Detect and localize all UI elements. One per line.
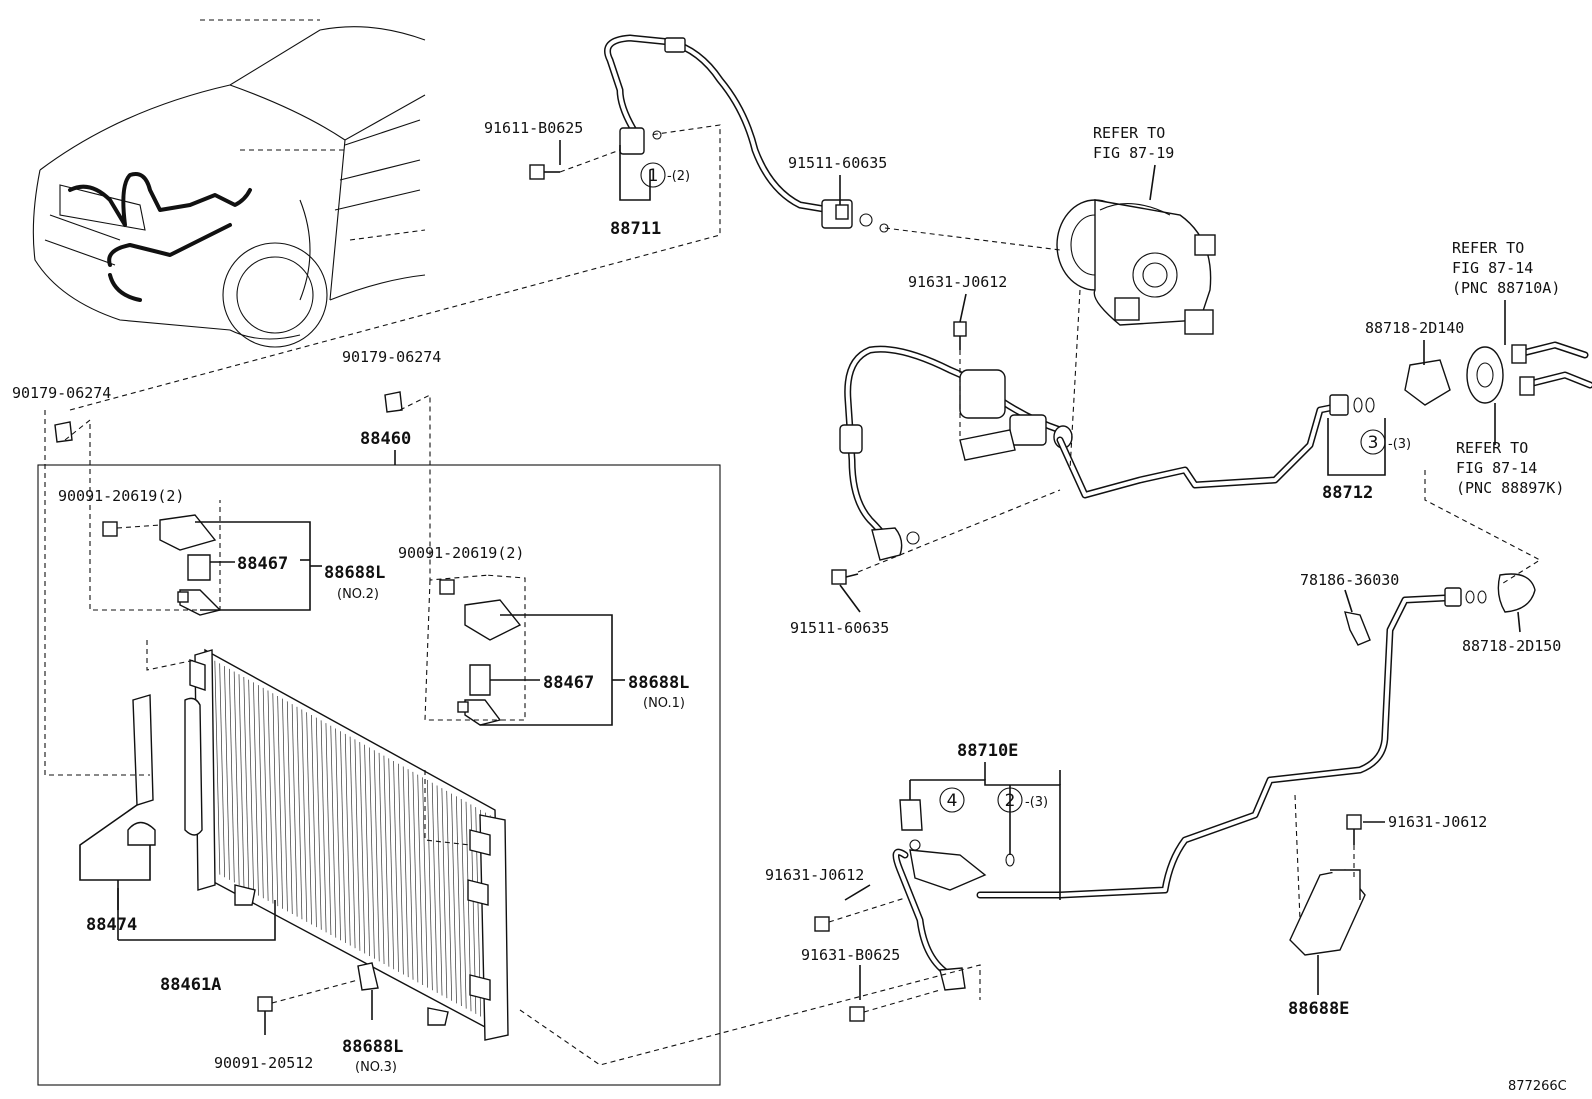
label-no2: (NO.2) <box>337 587 379 602</box>
refer-label[interactable]: REFER TO <box>1093 124 1165 142</box>
label-88461A[interactable]: 88461A <box>160 975 221 995</box>
refer-label[interactable]: (PNC 88710A) <box>1452 279 1560 297</box>
label-no1: (NO.1) <box>643 696 685 711</box>
callout-2: 2 <box>997 787 1023 813</box>
svg-text:4: 4 <box>947 791 958 811</box>
refer-label[interactable]: FIG 87-14 <box>1452 259 1533 277</box>
bolt-icon <box>457 701 469 713</box>
refer-label[interactable]: REFER TO <box>1456 439 1528 457</box>
label-90091-20619-a[interactable]: 90091-20619(2) <box>58 487 184 505</box>
bolt-icon <box>831 569 859 585</box>
condenser-core <box>184 648 509 1041</box>
refer-label[interactable]: FIG 87-19 <box>1093 144 1174 162</box>
refer-label[interactable]: FIG 87-14 <box>1456 459 1537 477</box>
label-91611-B0625[interactable]: 91611-B0625 <box>484 119 583 137</box>
qty-label: -(3) <box>1025 795 1048 810</box>
bracket-no1 <box>439 579 625 726</box>
bracket-no3 <box>257 962 379 1035</box>
label-88467-a[interactable]: 88467 <box>237 554 288 574</box>
refer-label[interactable]: REFER TO <box>1452 239 1524 257</box>
label-90179-06274-left[interactable]: 90179-06274 <box>12 384 111 402</box>
bolt-icon <box>1346 814 1362 845</box>
callout-3: 3 <box>1360 429 1386 455</box>
bolt-icon <box>439 579 455 595</box>
vehicle-illustration <box>32 19 426 348</box>
callout-4: 4 <box>939 787 965 813</box>
cooler-pipe-88712 <box>1056 394 1386 499</box>
clip-icon <box>54 421 73 443</box>
bolt-icon <box>814 916 830 932</box>
part-labels[interactable]: 91611-B0625 88711 -(2) 91511-60635 REFER… <box>12 119 1567 1094</box>
label-78186-36030[interactable]: 78186-36030 <box>1300 571 1399 589</box>
pipe-88710E-block <box>814 770 1061 1022</box>
label-91511-60635-low[interactable]: 91511-60635 <box>790 619 889 637</box>
label-88474[interactable]: 88474 <box>86 915 137 935</box>
label-no3: (NO.3) <box>355 1060 397 1075</box>
reference-lines <box>44 124 1542 1066</box>
bolt-icon <box>257 996 273 1012</box>
qty-label: -(3) <box>1388 437 1411 452</box>
label-88460[interactable]: 88460 <box>360 429 411 449</box>
label-88712[interactable]: 88712 <box>1322 483 1373 503</box>
compressor <box>1056 164 1216 335</box>
figure-id: 877266C <box>1508 1079 1567 1094</box>
label-91511-60635-top[interactable]: 91511-60635 <box>788 154 887 172</box>
bolt-icon <box>849 1006 865 1022</box>
label-91631-J0612-right[interactable]: 91631-J0612 <box>1388 813 1487 831</box>
label-88710E[interactable]: 88710E <box>957 741 1018 761</box>
svg-text:3: 3 <box>1368 433 1379 453</box>
liquid-pipe <box>976 573 1536 899</box>
label-91631-J0612-top[interactable]: 91631-J0612 <box>908 273 1007 291</box>
leader-lines <box>117 140 1521 1000</box>
bolt-icon <box>102 521 118 537</box>
label-88718-2D150[interactable]: 88718-2D150 <box>1462 637 1561 655</box>
condenser-assembly-box <box>37 455 721 1086</box>
svg-text:1: 1 <box>648 166 659 186</box>
label-88688L-c[interactable]: 88688L <box>342 1037 403 1057</box>
label-88467-b[interactable]: 88467 <box>543 673 594 693</box>
label-91631-B0625[interactable]: 91631-B0625 <box>801 946 900 964</box>
label-91631-J0612-mid[interactable]: 91631-J0612 <box>765 866 864 884</box>
label-90179-06274-mid[interactable]: 90179-06274 <box>342 348 441 366</box>
bracket-no2 <box>102 514 322 616</box>
label-90091-20512[interactable]: 90091-20512 <box>214 1054 313 1072</box>
label-90091-20619-b[interactable]: 90091-20619(2) <box>398 544 524 562</box>
svg-text:2: 2 <box>1005 791 1016 811</box>
refer-label[interactable]: (PNC 88897K) <box>1456 479 1564 497</box>
label-88688L-a[interactable]: 88688L <box>324 563 385 583</box>
expansion-valve-area <box>1404 300 1592 445</box>
bolt-icon <box>177 591 189 603</box>
label-88688E[interactable]: 88688E <box>1288 999 1349 1019</box>
label-88688L-b[interactable]: 88688L <box>628 673 689 693</box>
label-88718-2D140[interactable]: 88718-2D140 <box>1365 319 1464 337</box>
suction-hose <box>831 321 1073 585</box>
qty-label: -(2) <box>667 169 690 184</box>
bolt-icon <box>529 164 560 180</box>
callout-1: 1 <box>640 162 666 188</box>
clip-icon <box>384 391 403 413</box>
bracket-88688E <box>1289 794 1385 995</box>
discharge-hose-88711 <box>529 34 889 233</box>
bolt-icon <box>835 204 849 220</box>
bolt-icon <box>953 321 967 350</box>
label-88711[interactable]: 88711 <box>610 219 661 239</box>
seal-88474 <box>79 694 276 941</box>
